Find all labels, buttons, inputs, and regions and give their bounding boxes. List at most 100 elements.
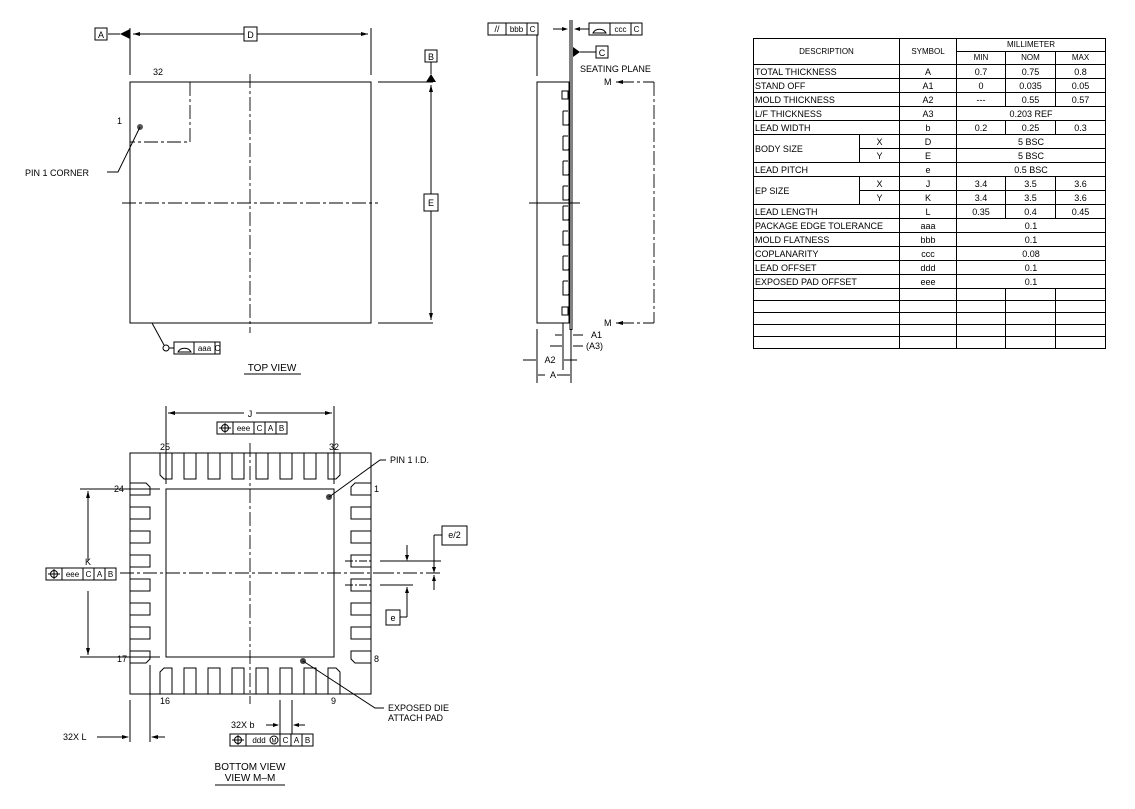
dim-a1-label: A1 (591, 330, 602, 340)
arrow-right-icon (325, 411, 332, 415)
bbb-parallelism-frame (487, 22, 539, 36)
dim-a-label: A (550, 370, 556, 380)
table-row: BODY SIZE X D 5 BSC (753, 134, 1106, 163)
arrow-down-icon (86, 648, 90, 655)
pin-17-label: 17 (117, 654, 127, 664)
ccc-coplanarity-frame (588, 22, 643, 36)
ccc-datum: C (634, 25, 640, 34)
aaa-datum: C (215, 344, 221, 353)
leader-circle-icon (162, 344, 170, 352)
bottom-left-leads (129, 482, 151, 664)
e-half-label: e/2 (448, 530, 461, 540)
section-mark-m-top: M (604, 77, 612, 87)
datum-a-label: A (98, 30, 104, 40)
arrow-down-icon (429, 313, 433, 320)
side-view: // bbb C ccc C C SEATING PLANE M M (487, 20, 655, 383)
section-mark-m-bottom: M (604, 318, 612, 328)
ddd-value: ddd (252, 736, 265, 745)
profile-surface-icon (177, 347, 192, 353)
datum-a-box (94, 27, 108, 41)
header-min: MIN (956, 51, 1006, 65)
aaa-value: aaa (198, 344, 212, 353)
arrow-right-icon (361, 32, 368, 36)
table-row: MOLD THICKNESS A2 --- 0.55 0.57 (753, 92, 1106, 107)
arrow-left-icon (574, 27, 580, 31)
arrow-right-icon (122, 735, 129, 739)
table-row: TOTAL THICKNESS A 0.7 0.75 0.8 (753, 64, 1106, 79)
ep-position-frame-j (216, 421, 288, 435)
table-row: COPLANARITY ccc 0.08 (753, 246, 1106, 261)
bottom-view-body-outline (129, 452, 372, 695)
parallelism-icon: // (494, 24, 500, 34)
max-material-condition-icon (269, 735, 279, 745)
dim-d-box (243, 26, 258, 42)
dim-e-box (423, 193, 439, 212)
table-row: LEAD WIDTH b 0.2 0.25 0.3 (753, 120, 1106, 135)
bottom-view-subtitle: VIEW M–M (225, 773, 276, 784)
arrow-left-icon (616, 80, 623, 84)
arrow-up-icon (405, 587, 409, 593)
header-unit: MILLIMETER (956, 38, 1106, 52)
pin1-corner-leader (107, 126, 141, 173)
header-symbol: SYMBOL (899, 38, 957, 65)
arrow-right-icon (562, 27, 568, 31)
pin-9-label: 9 (331, 696, 336, 706)
datum-b-triangle-icon (426, 74, 436, 82)
pin1-region-outline (130, 82, 191, 143)
dim-a3-label: (A3) (586, 341, 603, 351)
datum-b-box (424, 49, 438, 63)
e-label: e (390, 613, 395, 623)
top-view-body-outline (129, 81, 372, 324)
bbb-value: bbb (510, 25, 524, 34)
pin-8-label: 8 (374, 654, 379, 664)
e-box (385, 609, 401, 626)
table-row: Y K 3.4 3.5 3.6 (754, 190, 1106, 205)
table-row: EP SIZE X J 3.4 3.5 3.6 (753, 176, 1106, 205)
header-nom: NOM (1005, 51, 1056, 65)
dimension-table: DESCRIPTION SYMBOL MILLIMETER MIN NOM MA… (753, 38, 1106, 349)
arrow-right-icon (273, 723, 279, 727)
arrow-left-icon (151, 735, 158, 739)
datum-b-label: B (428, 52, 434, 62)
datum-b: B (279, 424, 284, 433)
table-row: EXPOSED PAD OFFSET eee 0.1 (753, 274, 1106, 289)
top-view-title: TOP VIEW (248, 363, 297, 374)
pin-1-label: 1 (374, 484, 379, 494)
mmc-modifier: M (272, 739, 277, 745)
top-pin-1-label: 1 (117, 116, 122, 126)
side-view-leads (561, 90, 571, 316)
pin-25-label: 25 (160, 442, 170, 452)
arrow-left-icon (168, 411, 175, 415)
datum-a: A (294, 736, 300, 745)
dim-k-label: K (85, 557, 91, 567)
exposed-pad-label-line1: EXPOSED DIE (388, 703, 449, 713)
pin-16-label: 16 (160, 696, 170, 706)
table-row: LEAD LENGTH L 0.35 0.4 0.45 (753, 204, 1106, 219)
seating-plane-label: SEATING PLANE (580, 64, 651, 74)
bottom-view-title: BOTTOM VIEW (215, 762, 286, 773)
ep-position-frame-k (45, 567, 117, 581)
blank-row (753, 312, 1106, 325)
bbb-datum: C (530, 25, 536, 34)
arrow-up-icon (432, 575, 436, 581)
bottom-bottom-leads (159, 667, 341, 695)
exposed-pad-label-line2: ATTACH PAD (388, 713, 444, 723)
pin1-corner-label: PIN 1 CORNER (25, 168, 90, 178)
header-description: DESCRIPTION (753, 38, 900, 65)
datum-a-triangle-icon (120, 29, 130, 39)
arrow-left-icon (616, 321, 623, 325)
arrow-up-icon (86, 491, 90, 498)
datum-b: B (108, 570, 113, 579)
table-row: LEAD OFFSET ddd 0.1 (753, 260, 1106, 275)
dim-d-label: D (247, 30, 254, 40)
table-row: STAND OFF A1 0 0.035 0.05 (753, 78, 1106, 93)
table-row: L/F THICKNESS A3 0.203 REF (753, 106, 1106, 121)
arrow-up-icon (429, 85, 433, 92)
bottom-top-leads (159, 452, 341, 480)
datum-a: A (268, 424, 274, 433)
header-max: MAX (1055, 51, 1106, 65)
top-view: 32 1 PIN 1 CORNER A D B E (25, 26, 439, 375)
arrow-down-icon (432, 567, 436, 573)
datum-a: A (97, 570, 103, 579)
